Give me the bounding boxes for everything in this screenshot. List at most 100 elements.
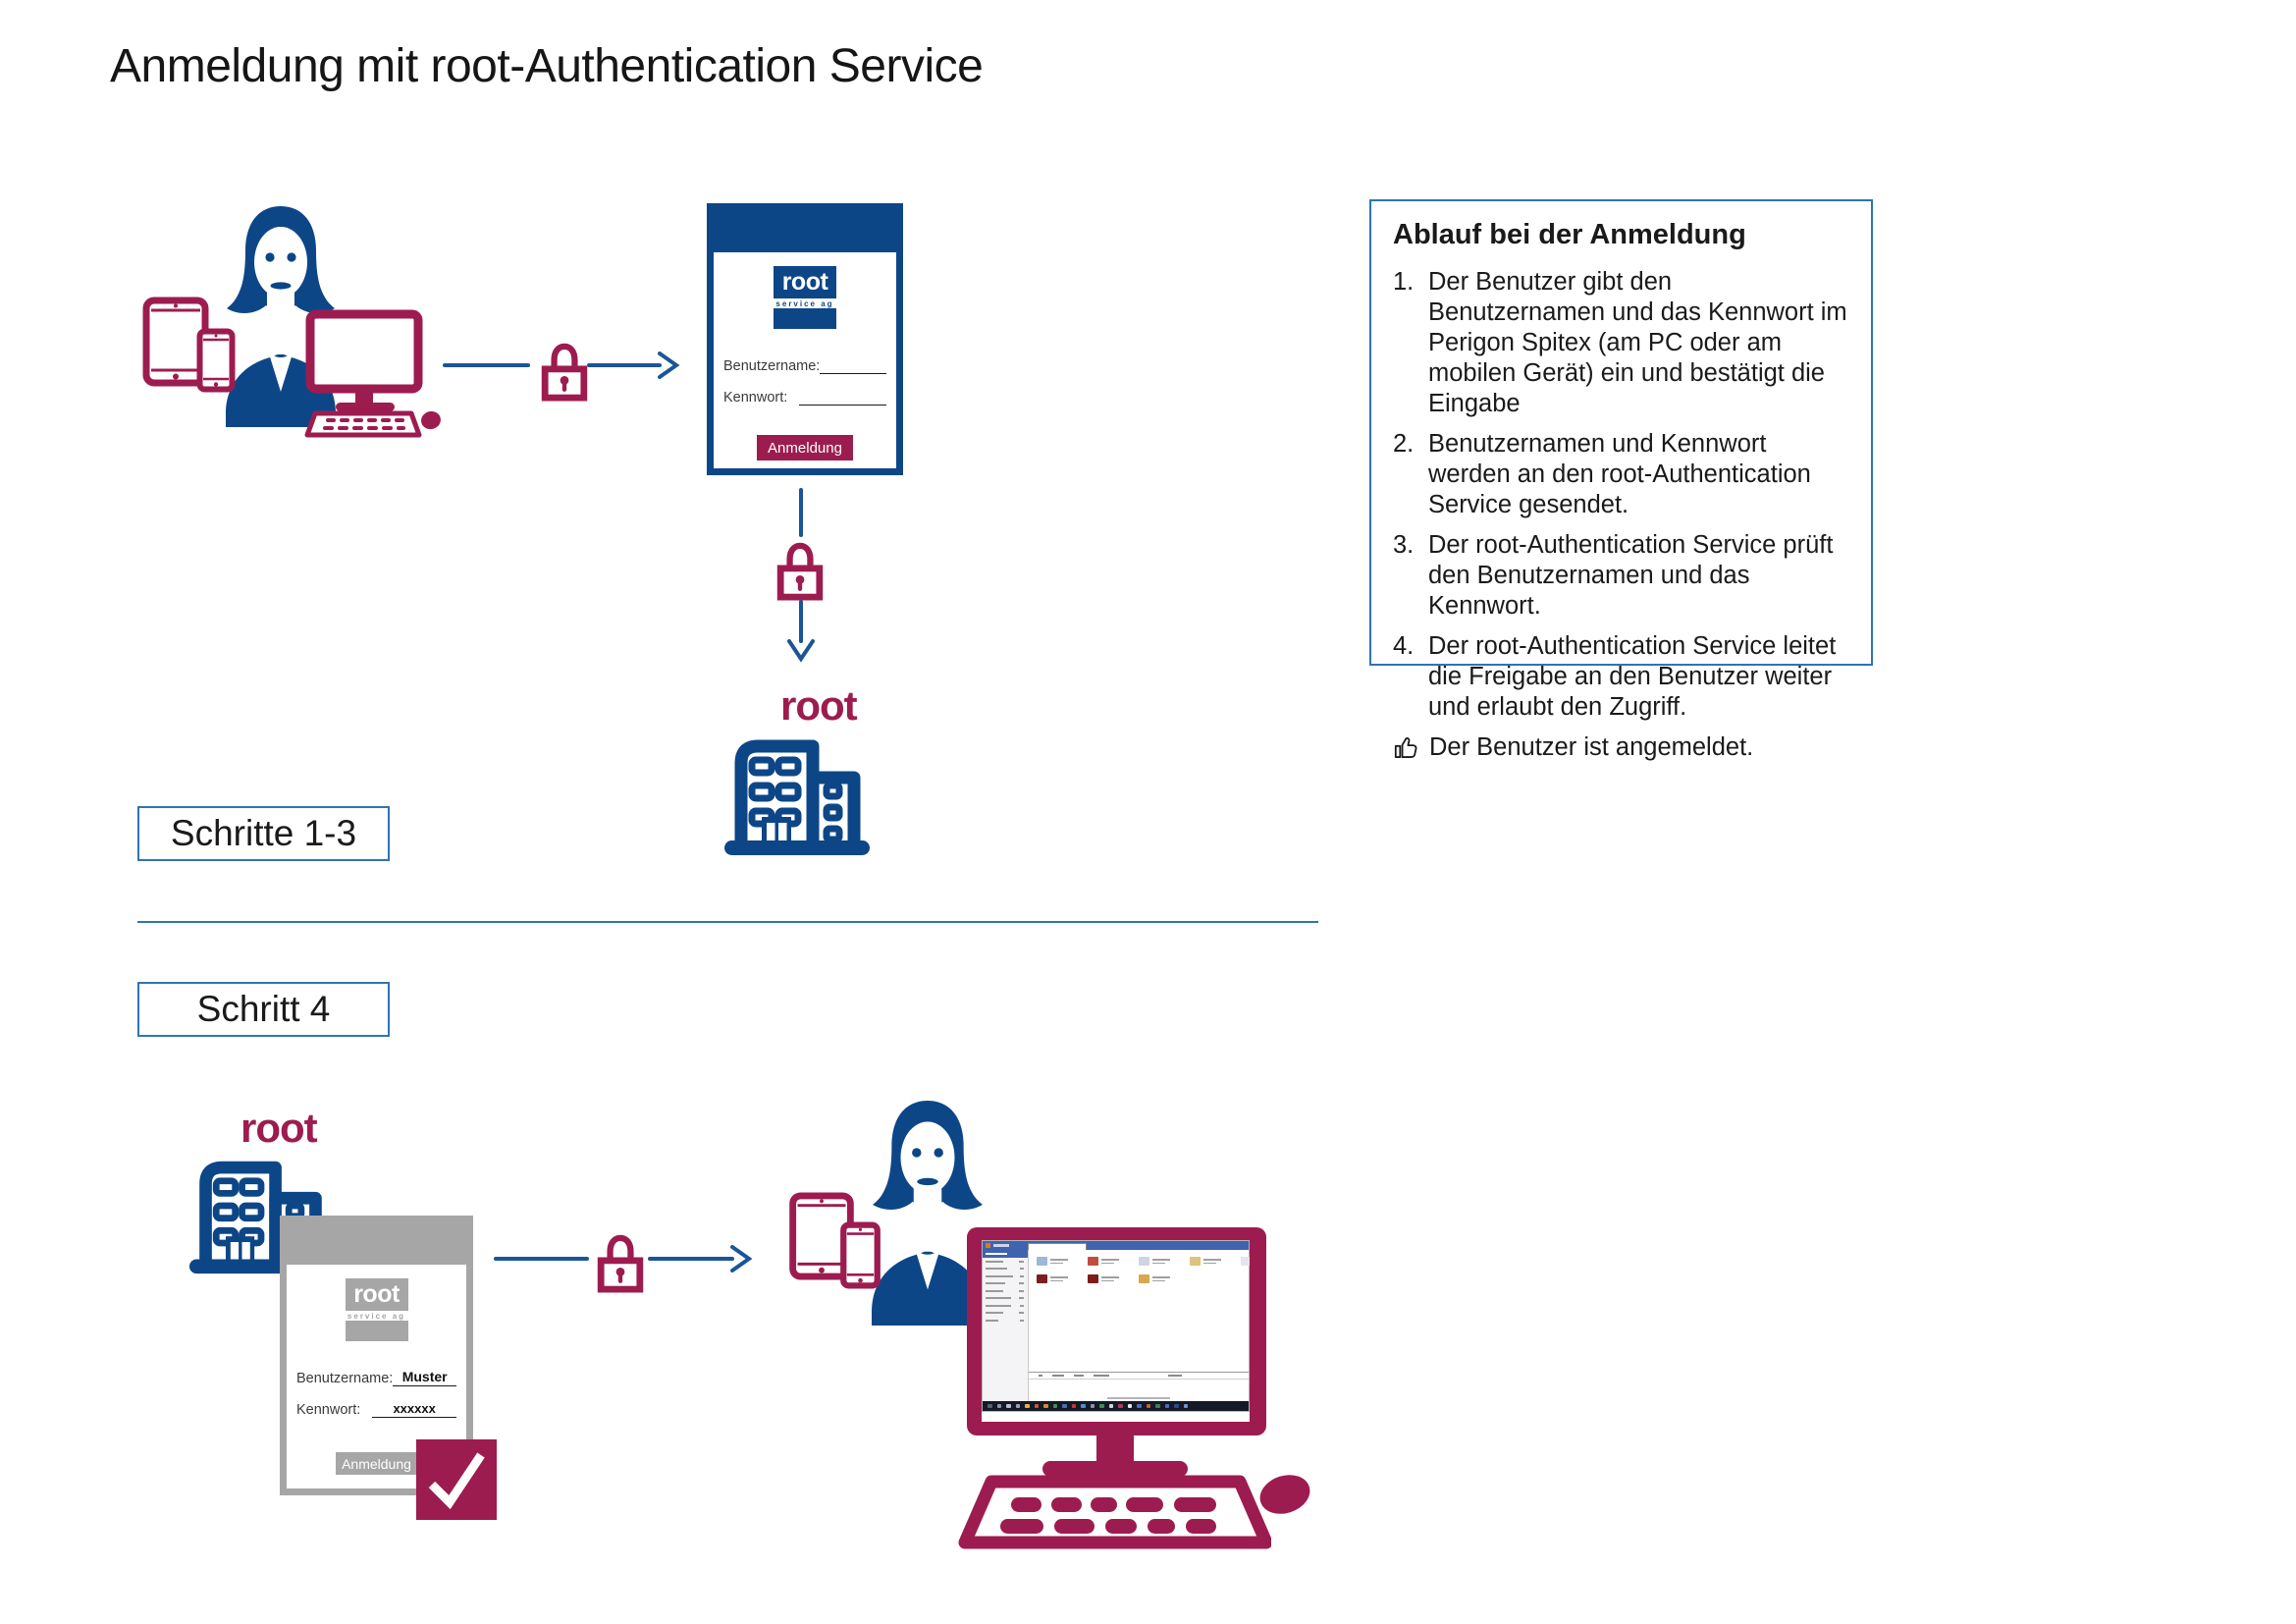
user-person-icon — [872, 1101, 984, 1326]
info-step-2: 2. Benutzernamen und Kennwort werden an … — [1393, 429, 1849, 520]
password-value: xxxxxx — [393, 1401, 436, 1416]
password-field: xxxxxx — [372, 1399, 456, 1418]
app-module-icon — [1088, 1257, 1139, 1266]
password-label: Kennwort: — [723, 390, 788, 406]
step-text: Der root-Authentication Service prüft de… — [1428, 531, 1834, 620]
page-title: Anmeldung mit root-Authentication Servic… — [110, 40, 984, 92]
app-module-icon — [1190, 1257, 1241, 1266]
taskbar-app-icon — [1025, 1403, 1030, 1409]
username-value: Muster — [401, 1369, 448, 1384]
lock-icon — [776, 542, 824, 601]
info-result-row: Der Benutzer ist angemeldet. — [1393, 732, 1849, 763]
lock-icon — [541, 343, 588, 402]
app-module-icon — [1037, 1257, 1088, 1266]
lock-icon — [597, 1234, 644, 1293]
logo-subtitle-text: service ag — [774, 298, 836, 308]
taskbar-app-icon — [1071, 1403, 1076, 1409]
app-icon-grid-row1 — [1037, 1257, 1250, 1266]
app-table-header — [1029, 1372, 1249, 1380]
info-step-4: 4. Der root-Authentication Service leite… — [1393, 631, 1849, 723]
root-building-label: root — [240, 1105, 318, 1151]
taskbar-app-icon — [1015, 1403, 1020, 1409]
taskbar-app-icon — [996, 1403, 1001, 1409]
app-menu-item — [983, 1258, 1028, 1266]
app-module-icon — [1139, 1274, 1190, 1283]
username-field — [820, 355, 886, 374]
root-service-ag-logo: root service ag — [774, 266, 836, 329]
password-row: Kennwort: xxxxxx — [296, 1400, 456, 1418]
result-text: Der Benutzer ist angemeldet. — [1429, 733, 1754, 761]
app-menu-item — [983, 1287, 1028, 1295]
username-label: Benutzername: — [296, 1371, 394, 1386]
step-text: Der Benutzer gibt den Benutzernamen und … — [1428, 268, 1847, 417]
arrow-form-to-service — [787, 488, 815, 663]
smartphone-icon — [840, 1221, 881, 1289]
root-building-label: root — [780, 682, 858, 729]
steps-1-3-label: Schritte 1-3 — [170, 813, 357, 853]
section-divider — [137, 921, 1318, 923]
logo-root-text: root — [774, 266, 836, 298]
logo-root-text: root — [345, 1278, 408, 1311]
step-4-label-box: Schritt 4 — [137, 982, 390, 1037]
desktop-monitor — [967, 1227, 1266, 1435]
app-menu-item — [983, 1272, 1028, 1280]
taskbar-app-icon — [1081, 1403, 1086, 1409]
username-field: Muster — [393, 1368, 456, 1386]
app-sidebar — [983, 1250, 1029, 1411]
info-step-3: 3. Der root-Authentication Service prüft… — [1393, 530, 1849, 622]
app-main-area — [1029, 1250, 1250, 1411]
anmeldung-button: Anmeldung — [757, 435, 853, 460]
keyboard-icon — [958, 1475, 1271, 1549]
step-number: 1. — [1393, 268, 1415, 296]
login-form-card: root service ag Benutzername: Kennwort: … — [707, 203, 903, 475]
desktop-monitor-icon — [305, 309, 423, 411]
app-menu-item — [983, 1302, 1028, 1310]
perigon-app-window — [982, 1240, 1250, 1412]
app-screenshot — [982, 1240, 1250, 1422]
info-step-1: 1. Der Benutzer gibt den Benutzernamen u… — [1393, 267, 1849, 419]
step-text: Benutzernamen und Kennwort werden an den… — [1428, 430, 1811, 518]
app-menu-item — [983, 1280, 1028, 1288]
app-titlebar — [983, 1241, 1249, 1251]
keyboard-icon — [304, 410, 422, 438]
password-label: Kennwort: — [296, 1402, 361, 1418]
steps-1-3-label-box: Schritte 1-3 — [137, 806, 390, 861]
step-number: 2. — [1393, 430, 1415, 458]
taskbar-app-icon — [1108, 1403, 1113, 1409]
taskbar-app-icon — [1164, 1403, 1169, 1409]
monitor-stand — [1096, 1434, 1134, 1465]
step-number: 4. — [1393, 632, 1415, 660]
username-row: Benutzername: Muster — [296, 1369, 456, 1386]
taskbar-app-icon — [1183, 1403, 1188, 1409]
app-menu-item — [983, 1295, 1028, 1303]
app-title-placeholder — [993, 1244, 1009, 1247]
thumbs-up-icon — [1394, 737, 1417, 758]
taskbar-app-icon — [1155, 1403, 1160, 1409]
root-service-ag-logo: root service ag — [345, 1278, 408, 1341]
taskbar-app-icon — [1174, 1403, 1179, 1409]
username-row: Benutzername: — [723, 356, 886, 374]
taskbar-app-icon — [1118, 1403, 1123, 1409]
logo-footer-block — [345, 1321, 408, 1341]
step-text: Der root-Authentication Service leitet d… — [1428, 632, 1837, 721]
anmeldung-button: Anmeldung — [335, 1452, 418, 1475]
app-empty-message-placeholder — [1107, 1397, 1170, 1399]
monitor-base — [1042, 1461, 1188, 1477]
app-menu-item — [983, 1266, 1028, 1273]
taskbar-app-icon — [1062, 1403, 1067, 1409]
step-number: 3. — [1393, 531, 1415, 559]
check-icon — [428, 1452, 485, 1510]
smartphone-icon — [196, 328, 236, 393]
logo-footer-block — [774, 308, 836, 329]
taskbar-app-icon — [1034, 1403, 1039, 1409]
info-panel-title: Ablauf bei der Anmeldung — [1393, 219, 1746, 250]
windows-taskbar — [983, 1401, 1249, 1411]
app-menu-item — [983, 1317, 1028, 1325]
info-panel: Ablauf bei der Anmeldung 1. Der Benutzer… — [1369, 199, 1873, 761]
taskbar-app-icon — [1137, 1403, 1142, 1409]
app-menu-item — [983, 1310, 1028, 1318]
app-logo-icon — [986, 1243, 990, 1248]
logo-subtitle-text: service ag — [345, 1311, 408, 1321]
taskbar-app-icon — [1127, 1403, 1132, 1409]
